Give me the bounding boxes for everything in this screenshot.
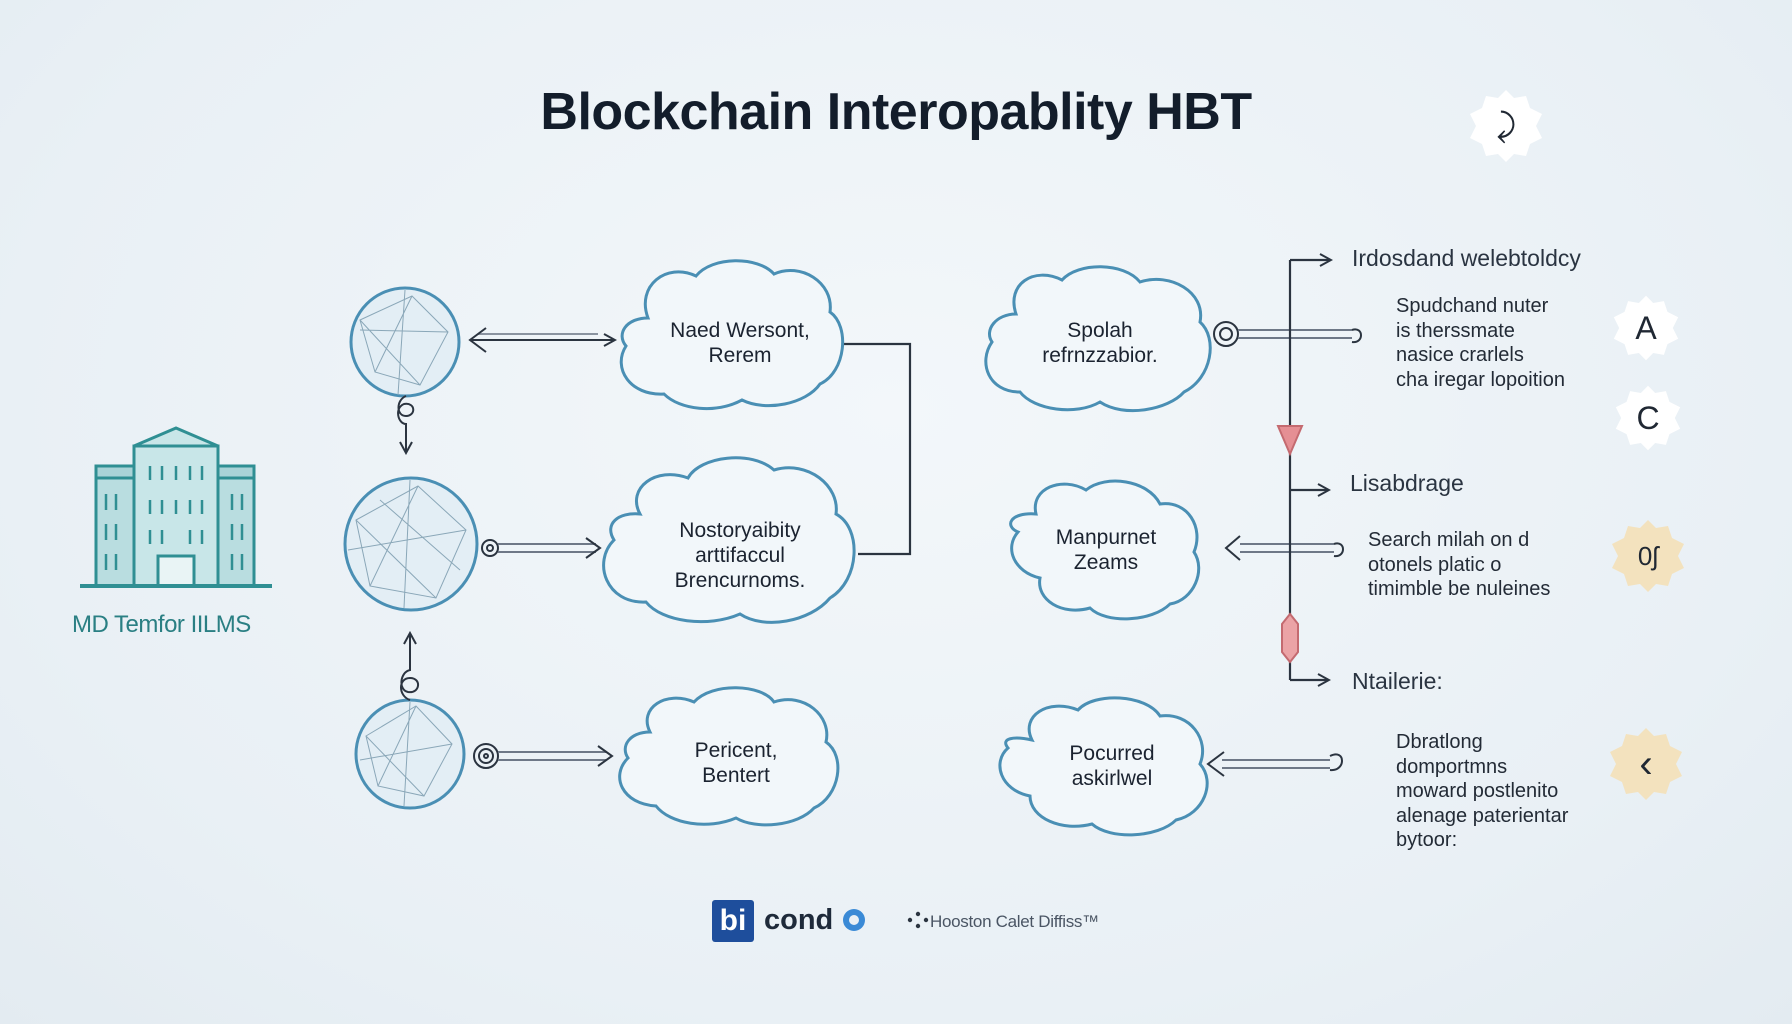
connector-right-1	[1213, 321, 1362, 347]
timeline-spine	[1288, 260, 1330, 680]
vertical-connector-bottom	[400, 634, 419, 701]
arrow-globe-bottom-to-cloud	[473, 743, 614, 769]
section-1-body: Spudchand nuter is therssmate nasice cra…	[1396, 295, 1565, 391]
section-2-heading: Lisabdrage	[1350, 470, 1464, 496]
connector-right-3	[1206, 751, 1343, 777]
chevron-left-icon[interactable]: ‹	[1608, 726, 1684, 802]
section-3-heading: Ntailerie:	[1352, 668, 1443, 694]
cond-logo-text: cond	[764, 904, 834, 936]
houston-logo-mark	[907, 911, 929, 929]
refresh-icon[interactable]: ⤸	[1468, 88, 1544, 164]
arrow-globe-middle-to-cloud	[481, 537, 602, 559]
section-2-body: Search milah on d otonels platic o timim…	[1368, 529, 1551, 600]
timeline-marker-capsule	[1281, 612, 1299, 664]
cond-logo: cond	[764, 904, 867, 937]
section-3-body: Dbratlong domportmns moward postlenito a…	[1396, 731, 1569, 851]
cloud-left-1	[619, 259, 845, 411]
cloud-right-2-label: Manpurnet Zeams	[1055, 526, 1157, 574]
arrow-globe-top-to-cloud	[468, 327, 614, 353]
badge-glyph-chevron: ‹	[1639, 741, 1653, 786]
bi-logo: bi	[712, 900, 754, 942]
cloud-right-3-label: Pocurred askirlwel	[1069, 742, 1155, 790]
cloud-left-2-label: Nostoryaibity arttifaccul Brencurnoms.	[674, 519, 806, 592]
cloud-right-1	[984, 265, 1212, 413]
cloud-right-3	[998, 696, 1209, 837]
code-icon[interactable]: 0ʃ	[1610, 518, 1686, 594]
timeline-marker-down	[1276, 425, 1304, 457]
section-1-heading: Irdosdand welebtoldcy	[1352, 245, 1581, 271]
badge-glyph-code: 0ʃ	[1637, 540, 1659, 571]
houston-logo-text: Hooston Calet Diffiss™	[930, 912, 1099, 931]
badge-glyph-refresh: ⤸	[1496, 107, 1516, 143]
network-globe-top	[349, 286, 461, 398]
building-icon	[80, 426, 272, 588]
vertical-connector-top	[397, 395, 415, 452]
cond-logo-mark	[843, 909, 866, 931]
cloud-right-2	[1009, 479, 1201, 621]
badge-glyph-c: C	[1636, 399, 1660, 436]
letter-c-icon[interactable]: C	[1614, 384, 1682, 452]
cloud-right-1-label: Spolah refrnzzabior.	[1042, 319, 1158, 367]
cloud-left-3	[618, 686, 840, 827]
page-title: Blockchain Interopablity HBT	[540, 83, 1252, 141]
network-globe-middle	[343, 476, 479, 612]
network-globe-bottom	[354, 698, 466, 810]
badge-glyph-a: A	[1635, 309, 1657, 346]
connector-right-2	[1224, 535, 1344, 561]
building-caption: MD Temfor IILMS	[72, 611, 251, 638]
bracket-connector	[842, 342, 912, 556]
letter-a-icon[interactable]: A	[1612, 294, 1680, 362]
cloud-left-3-label: Pericent, Bentert	[694, 739, 778, 787]
cloud-left-1-label: Naed Wersont, Rerem	[670, 319, 810, 367]
cloud-left-2	[602, 456, 856, 624]
